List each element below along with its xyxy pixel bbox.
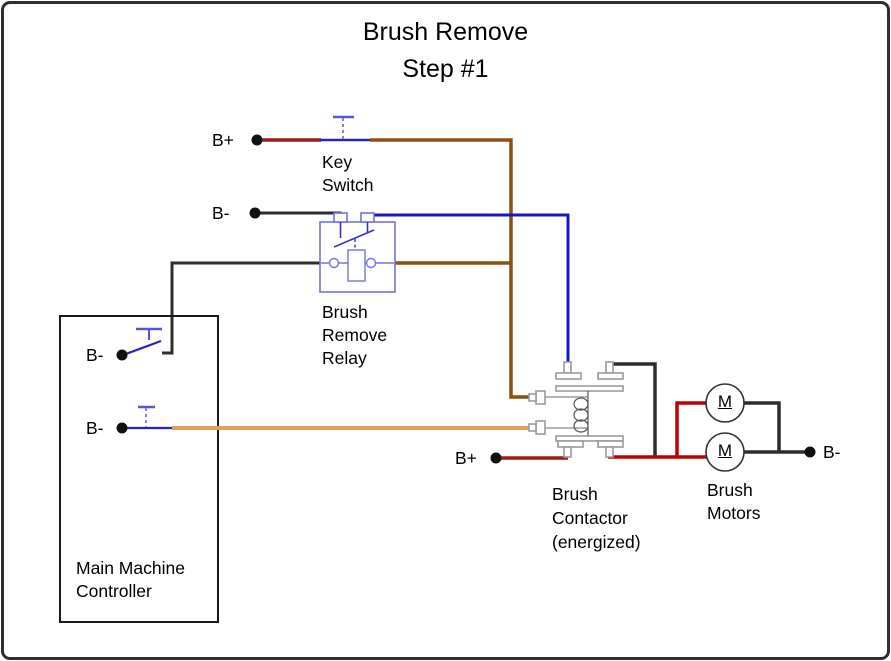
wire-black-relay-to-controller xyxy=(162,261,320,355)
terminal-dot-bplus-top xyxy=(251,134,263,146)
contactor-top-post-right xyxy=(605,361,614,374)
relay-coil-terminal-left xyxy=(328,257,340,269)
terminal-dot-controller-lower xyxy=(116,422,128,434)
contactor-top-pad-right xyxy=(597,372,624,380)
contactor-bottom-pad-left xyxy=(557,440,584,448)
relay-coil-terminal-right xyxy=(365,257,377,269)
wires xyxy=(162,115,657,458)
contactor-bottom-post-left xyxy=(563,446,572,458)
label-bminus-right: B- xyxy=(823,442,841,462)
terminal-dot-controller-upper xyxy=(116,349,128,361)
relay-contact-blade xyxy=(333,229,375,248)
contactor-top-post-left xyxy=(563,361,572,374)
contactor-coil-terminal-lower-tip xyxy=(528,423,537,432)
diagram-subtitle: Step #1 xyxy=(402,55,489,83)
label-controller-bminus-lower: B- xyxy=(86,418,104,438)
motor-bottom-letter: M xyxy=(717,441,733,460)
motor-bottom-circle xyxy=(705,432,745,472)
wire-brown-main xyxy=(370,138,531,399)
motor-top-letter: M xyxy=(717,392,733,411)
red-wires xyxy=(501,401,707,460)
label-brush-remove-relay: Brush Remove Relay xyxy=(322,302,388,368)
terminal-dots xyxy=(116,134,816,464)
controller-upper-switch-blade xyxy=(122,339,162,357)
label-brush-contactor: Brush Contactor (energized) xyxy=(552,484,641,552)
brush-remove-relay xyxy=(319,212,396,293)
label-controller-bminus-upper: B- xyxy=(86,345,104,365)
label-main-machine-controller: Main Machine Controller xyxy=(76,558,185,601)
contactor-top-pad-left xyxy=(555,372,582,380)
label-bplus-top: B+ xyxy=(212,130,234,150)
contactor-moving-bar-top xyxy=(555,385,624,392)
contactor-coil-terminal-upper-tip xyxy=(528,393,537,402)
brush-motors xyxy=(705,383,807,472)
contactor-bottom-post-right xyxy=(605,446,614,458)
label-key-switch: Key Switch xyxy=(322,152,374,195)
diagram-title: Brush Remove xyxy=(362,18,529,46)
relay-tab-right xyxy=(360,212,375,223)
terminal-dot-bminus-relay xyxy=(249,207,261,219)
wire-blue-relay-to-contactor xyxy=(368,213,570,364)
contactor-coil-terminal-lower xyxy=(535,420,546,435)
contactor-moving-bar-bottom xyxy=(555,435,624,442)
motor-top-circle xyxy=(705,383,745,423)
relay-tab-left xyxy=(333,212,348,223)
wire-red-to-top-motor xyxy=(675,401,707,457)
label-bplus-bottom: B+ xyxy=(455,448,477,468)
wire-black-contactor-right xyxy=(610,362,657,458)
wire-black-top-motor xyxy=(744,401,781,452)
brush-contactor xyxy=(528,361,624,458)
label-bminus-relay-line: B- xyxy=(212,203,230,223)
contactor-coil-loop-1 xyxy=(573,397,589,411)
contactor-coil-loop-2 xyxy=(573,408,589,422)
contactor-coil-terminal-upper xyxy=(535,390,546,405)
terminal-dot-bminus-right xyxy=(804,446,816,458)
terminal-dot-bplus-bottom xyxy=(490,452,502,464)
relay-coil-body xyxy=(347,249,366,282)
contactor-bottom-pad-right xyxy=(597,440,624,448)
label-brush-motors: Brush Motors xyxy=(707,480,761,523)
wire-bminus-relay xyxy=(260,211,342,222)
contactor-coil-loop-3 xyxy=(573,419,589,433)
main-machine-controller xyxy=(59,315,219,623)
controller-box xyxy=(59,315,219,623)
